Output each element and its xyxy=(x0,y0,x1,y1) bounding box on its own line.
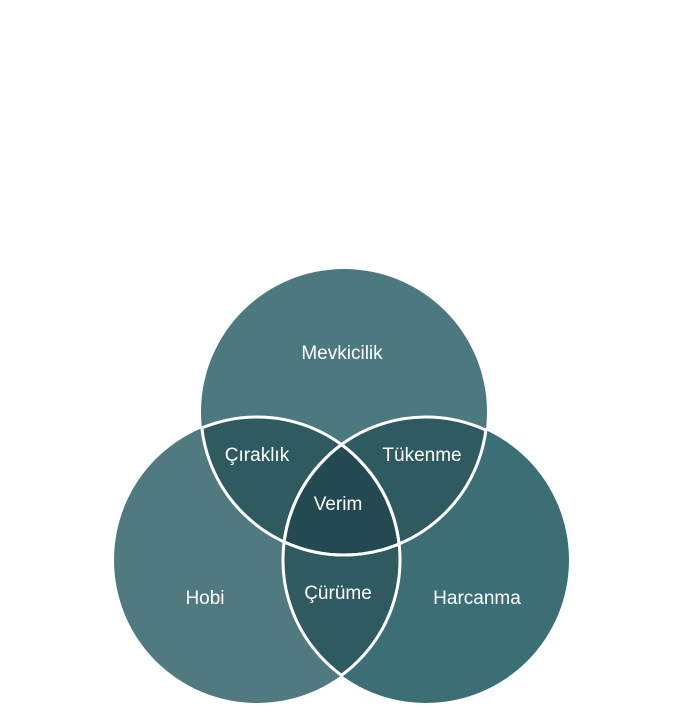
label-top-set: Mevkicilik xyxy=(301,343,383,364)
label-top-left-overlap: Çıraklık xyxy=(225,445,290,466)
label-left-set: Hobi xyxy=(185,588,224,609)
outline-left-in-top xyxy=(201,415,402,555)
label-top-right-overlap: Tükenme xyxy=(382,445,461,466)
label-right-set: Harcanma xyxy=(433,588,521,609)
outline-right-in-left xyxy=(281,417,400,703)
overlap-center xyxy=(283,417,400,555)
label-center-overlap: Verim xyxy=(314,494,363,515)
label-left-right-overlap: Çürüme xyxy=(304,583,372,604)
outline-right-in-top xyxy=(281,415,487,555)
outline-left-in-right xyxy=(283,417,402,703)
outline-top-in-right xyxy=(283,417,489,557)
